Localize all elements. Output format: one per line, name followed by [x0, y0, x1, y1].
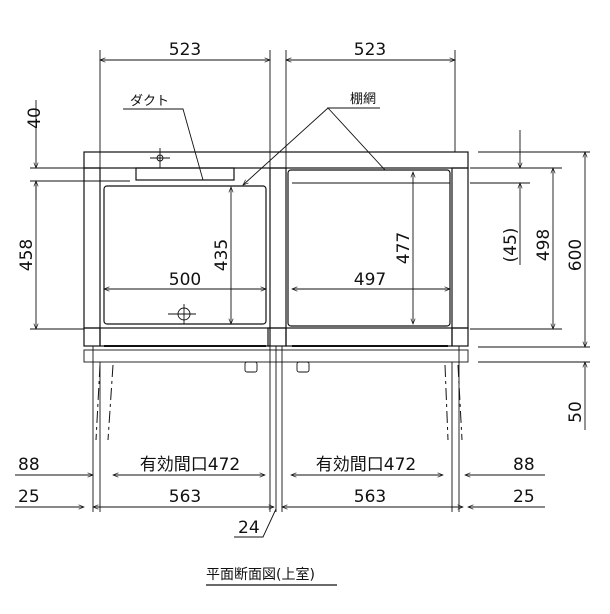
dim-top-left-width: 523	[169, 40, 201, 60]
dim-center-gap: 24	[238, 518, 260, 538]
dim-total-depth: 600	[566, 239, 586, 271]
dim-left-door-width: 563	[169, 487, 201, 507]
dim-top-right-width: 523	[354, 40, 386, 60]
door-area	[83, 346, 469, 512]
right-compartment	[285, 169, 453, 347]
dim-left-offset-lower: 25	[18, 487, 40, 507]
dim-right-door-width: 563	[354, 487, 386, 507]
right-dimensions: (45) 498 600 50	[470, 130, 590, 430]
right-inner-dimensions: 477 497	[291, 171, 451, 325]
dim-left-opening: 有効間口472	[140, 455, 240, 475]
leader-labels: ダクト 棚網	[123, 92, 386, 186]
top-dimensions: 523 523	[99, 40, 456, 168]
dim-right-inner-total: 498	[534, 229, 554, 261]
dim-door-depth: 50	[566, 401, 586, 423]
dim-right-offset-lower: 25	[513, 487, 535, 507]
dim-left-offset-upper: 88	[18, 455, 40, 475]
dim-right-inner-width: 497	[354, 270, 386, 290]
dim-right-offset-upper: 88	[513, 455, 535, 475]
left-compartment	[99, 148, 271, 347]
dim-left-inner-height: 435	[212, 239, 232, 271]
dim-right-inner-height: 477	[394, 232, 414, 264]
label-shelf-net: 棚網	[350, 92, 376, 107]
label-duct: ダクト	[130, 94, 169, 109]
dim-left-height: 458	[17, 239, 37, 271]
bottom-dimensions: 88 25 有効間口472 563 有効間口472 563 88 25 24	[15, 455, 545, 538]
drawing-title: 平面断面図(上室)	[206, 566, 315, 583]
cabinet-walls	[83, 151, 469, 347]
dim-right-opening: 有効間口472	[316, 455, 416, 475]
drawing-title-group: 平面断面図(上室)	[206, 566, 337, 586]
dim-left-inner-width: 500	[169, 270, 201, 290]
left-dimensions: 40 458 435 500	[17, 100, 267, 330]
dim-right-gap: (45)	[501, 228, 521, 263]
dim-left-top-gap: 40	[25, 107, 45, 129]
